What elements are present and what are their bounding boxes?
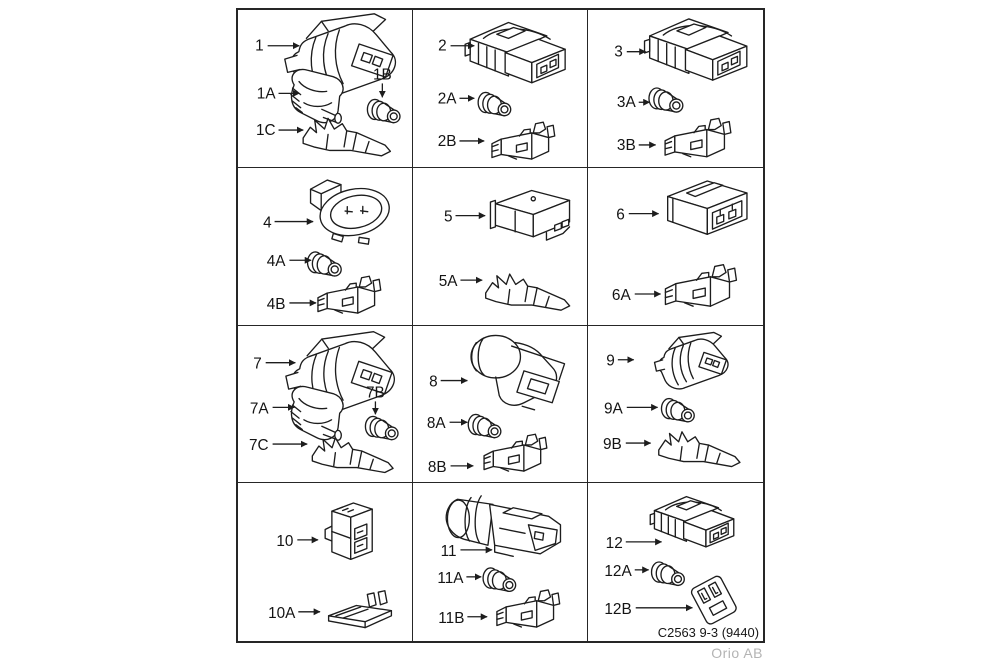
part-label-3b: 3B [617, 137, 636, 154]
panel-8-art: 8 8A 8B [427, 334, 566, 475]
panel-5-art: 5 5A [439, 189, 571, 311]
panel-12-art: 12 12A 12B C2563 9-3 (9440) [604, 496, 759, 640]
part-label-5a: 5A [439, 273, 458, 290]
brand-text: Orio AB [711, 645, 763, 661]
part-label-8b: 8B [428, 458, 447, 475]
terminal-illustration [311, 436, 394, 473]
part-label-7a: 7A [250, 400, 269, 417]
panel-12: 12 12A 12B C2563 9-3 (9440) [588, 483, 763, 641]
connector-housing-illustration [667, 180, 748, 235]
cable-seal-illustration [364, 415, 399, 440]
connector-housing-illustration [643, 18, 748, 81]
retainer-illustration [290, 68, 344, 124]
part-label-7b: 7B [366, 384, 385, 401]
part-label-12a: 12A [604, 563, 632, 580]
panel-2: 2 2A 2B [413, 10, 588, 168]
part-label-1a: 1A [257, 85, 276, 102]
terminal-housing-illustration [317, 275, 382, 314]
panel-3-art: 3 3A 3B [614, 18, 748, 158]
cable-seal-illustration [661, 397, 695, 422]
part-label-7c: 7C [249, 436, 269, 453]
terminal-illustration [302, 117, 391, 157]
part-label-10a: 10A [268, 605, 296, 622]
part-label-9b: 9B [603, 436, 622, 453]
part-label-12b: 12B [604, 601, 631, 618]
terminal-housing-illustration [491, 121, 556, 160]
part-label-7: 7 [253, 355, 262, 372]
part-label-4: 4 [263, 214, 272, 231]
panel-4-art: 4 4A 4B [263, 179, 395, 314]
part-label-2: 2 [438, 38, 447, 55]
panel-10-art: 10 10A [268, 502, 392, 629]
panel-5: 5 5A [413, 167, 588, 326]
drawing-code: C2563 9-3 (9440) [658, 625, 759, 640]
part-label-11b: 11B [438, 610, 464, 627]
part-label-12: 12 [606, 535, 623, 552]
terminal-housing-illustration [664, 117, 732, 158]
cable-seal-illustration [477, 92, 512, 117]
panel-1-art: 1 1A 1B 1C [255, 13, 401, 157]
panel-7: 7 7A 7B 7C [238, 325, 413, 484]
part-label-11a: 11A [437, 570, 464, 587]
panel-11-art: 11 11A 11B [437, 495, 562, 628]
part-label-1: 1 [255, 38, 264, 55]
cable-seal-illustration [307, 251, 342, 277]
part-label-3a: 3A [617, 94, 637, 111]
part-label-1c: 1C [256, 122, 276, 139]
part-label-1b: 1B [373, 66, 392, 83]
retainer-illustration [290, 385, 344, 441]
part-label-5: 5 [444, 208, 453, 225]
connector-diagram-grid: 1 1A 1B 1C 2 2A 2B 3 [236, 8, 765, 643]
panel-10: 10 10A [238, 483, 413, 641]
terminal-illustration [485, 273, 571, 311]
part-label-11: 11 [441, 543, 457, 560]
cable-seal-illustration [467, 413, 502, 438]
terminal-housing-illustration [664, 263, 738, 307]
part-label-3: 3 [614, 44, 623, 61]
panel-9-art: 9 9A 9B [603, 331, 741, 467]
connector-housing-illustration [310, 179, 395, 245]
panel-9: 9 9A 9B [588, 326, 763, 484]
connector-housing-illustration [324, 502, 373, 561]
panel-6: 6 6A [588, 168, 763, 326]
part-label-6a: 6A [612, 287, 632, 304]
connector-housing-illustration [653, 331, 729, 390]
connector-housing-illustration [649, 496, 735, 548]
part-label-4b: 4B [267, 296, 286, 313]
terminal-illustration [328, 590, 392, 629]
panel-7-art: 7 7A 7B 7C [249, 330, 399, 473]
cable-seal-illustration [482, 567, 517, 593]
panel-1: 1 1A 1B 1C [238, 10, 413, 168]
part-label-2a: 2A [438, 90, 457, 107]
panel-2-art: 2 2A 2B [438, 21, 566, 160]
part-label-6: 6 [616, 206, 625, 223]
panel-8: 8 8A 8B [413, 325, 588, 484]
panel-3: 3 3A 3B [588, 10, 763, 168]
terminal-housing-illustration [483, 433, 548, 472]
cable-seal-illustration [366, 98, 401, 124]
terminal-housing-illustration [496, 589, 561, 628]
part-label-9a: 9A [604, 400, 624, 417]
panel-6-art: 6 6A [612, 180, 748, 307]
cable-seal-illustration [648, 87, 684, 113]
cover-illustration [689, 574, 739, 626]
part-label-2b: 2B [438, 133, 457, 150]
part-label-9: 9 [606, 352, 615, 369]
part-label-8: 8 [429, 373, 438, 390]
part-label-10: 10 [276, 533, 293, 550]
connector-housing-illustration [464, 21, 566, 84]
connector-housing-illustration [445, 495, 562, 558]
cable-seal-illustration [651, 561, 685, 587]
connector-housing-illustration [470, 334, 566, 410]
panel-4: 4 4A 4B [238, 167, 413, 326]
part-label-8a: 8A [427, 415, 446, 432]
part-label-4a: 4A [267, 253, 286, 270]
panel-11: 11 11A 11B [413, 483, 588, 641]
terminal-illustration [658, 430, 741, 467]
connector-housing-illustration [489, 189, 571, 241]
